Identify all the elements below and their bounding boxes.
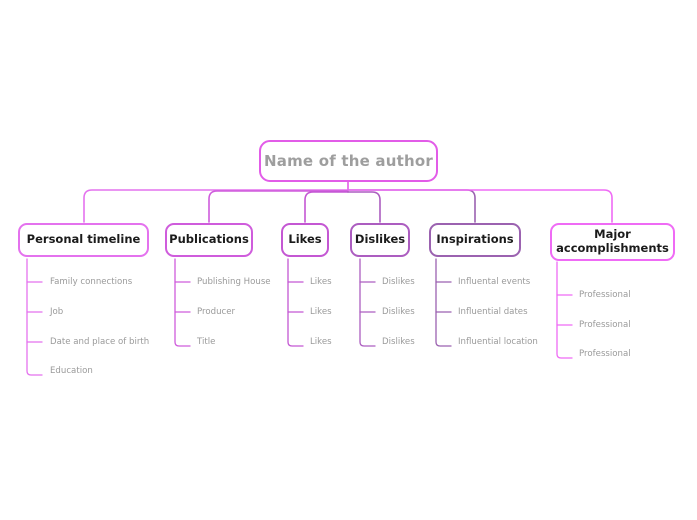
leaf-item[interactable]: Dislikes bbox=[382, 277, 415, 287]
leaf-item[interactable]: Publishing House bbox=[197, 277, 271, 287]
leaf-item[interactable]: Likes bbox=[310, 337, 332, 347]
spine-major-accomplishments bbox=[556, 261, 573, 359]
branch-node-inspirations[interactable]: Inspirations bbox=[429, 223, 521, 257]
spine-personal-timeline bbox=[26, 258, 43, 376]
branch-node-publications[interactable]: Publications bbox=[165, 223, 253, 257]
link-root-dislikes bbox=[347, 191, 381, 223]
spine-publications bbox=[174, 258, 191, 347]
leaf-item[interactable]: Title bbox=[197, 337, 216, 347]
leaf-item[interactable]: Professional bbox=[579, 349, 631, 359]
link-root-personal-timeline bbox=[83, 189, 349, 223]
branch-label-line-1: Major bbox=[594, 227, 631, 242]
link-root-inspirations bbox=[347, 189, 476, 223]
leaf-item[interactable]: Likes bbox=[310, 277, 332, 287]
branch-node-dislikes[interactable]: Dislikes bbox=[350, 223, 410, 257]
leaf-item[interactable]: Education bbox=[50, 366, 93, 376]
link-root-publications bbox=[208, 190, 349, 223]
branch-label-line-2: accomplishments bbox=[556, 241, 669, 255]
link-root-likes bbox=[304, 191, 349, 223]
leaf-item[interactable]: Professional bbox=[579, 290, 631, 300]
leaf-item[interactable]: Date and place of birth bbox=[50, 337, 150, 347]
leaf-item[interactable]: Influential location bbox=[458, 337, 538, 347]
branch-node-personal-timeline[interactable]: Personal timeline bbox=[18, 223, 149, 257]
leaf-item[interactable]: Producer bbox=[197, 307, 236, 317]
leaf-item[interactable]: Family connections bbox=[50, 277, 133, 287]
spine-dislikes bbox=[359, 258, 376, 347]
leaf-item[interactable]: Likes bbox=[310, 307, 332, 317]
leaf-item[interactable]: Dislikes bbox=[382, 307, 415, 317]
link-root-major-accomplishments bbox=[347, 189, 613, 223]
root-node[interactable]: Name of the author bbox=[259, 140, 438, 182]
spine-likes bbox=[287, 258, 304, 347]
leaf-item[interactable]: Influential dates bbox=[458, 307, 528, 317]
spine-inspirations bbox=[435, 258, 452, 347]
leaf-item[interactable]: Dislikes bbox=[382, 337, 415, 347]
leaf-item[interactable]: Influental events bbox=[458, 277, 531, 287]
branch-node-likes[interactable]: Likes bbox=[281, 223, 329, 257]
leaf-item[interactable]: Job bbox=[50, 307, 64, 317]
branch-node-major-accomplishments[interactable]: Major accomplishments bbox=[550, 223, 675, 261]
leaf-item[interactable]: Professional bbox=[579, 320, 631, 330]
